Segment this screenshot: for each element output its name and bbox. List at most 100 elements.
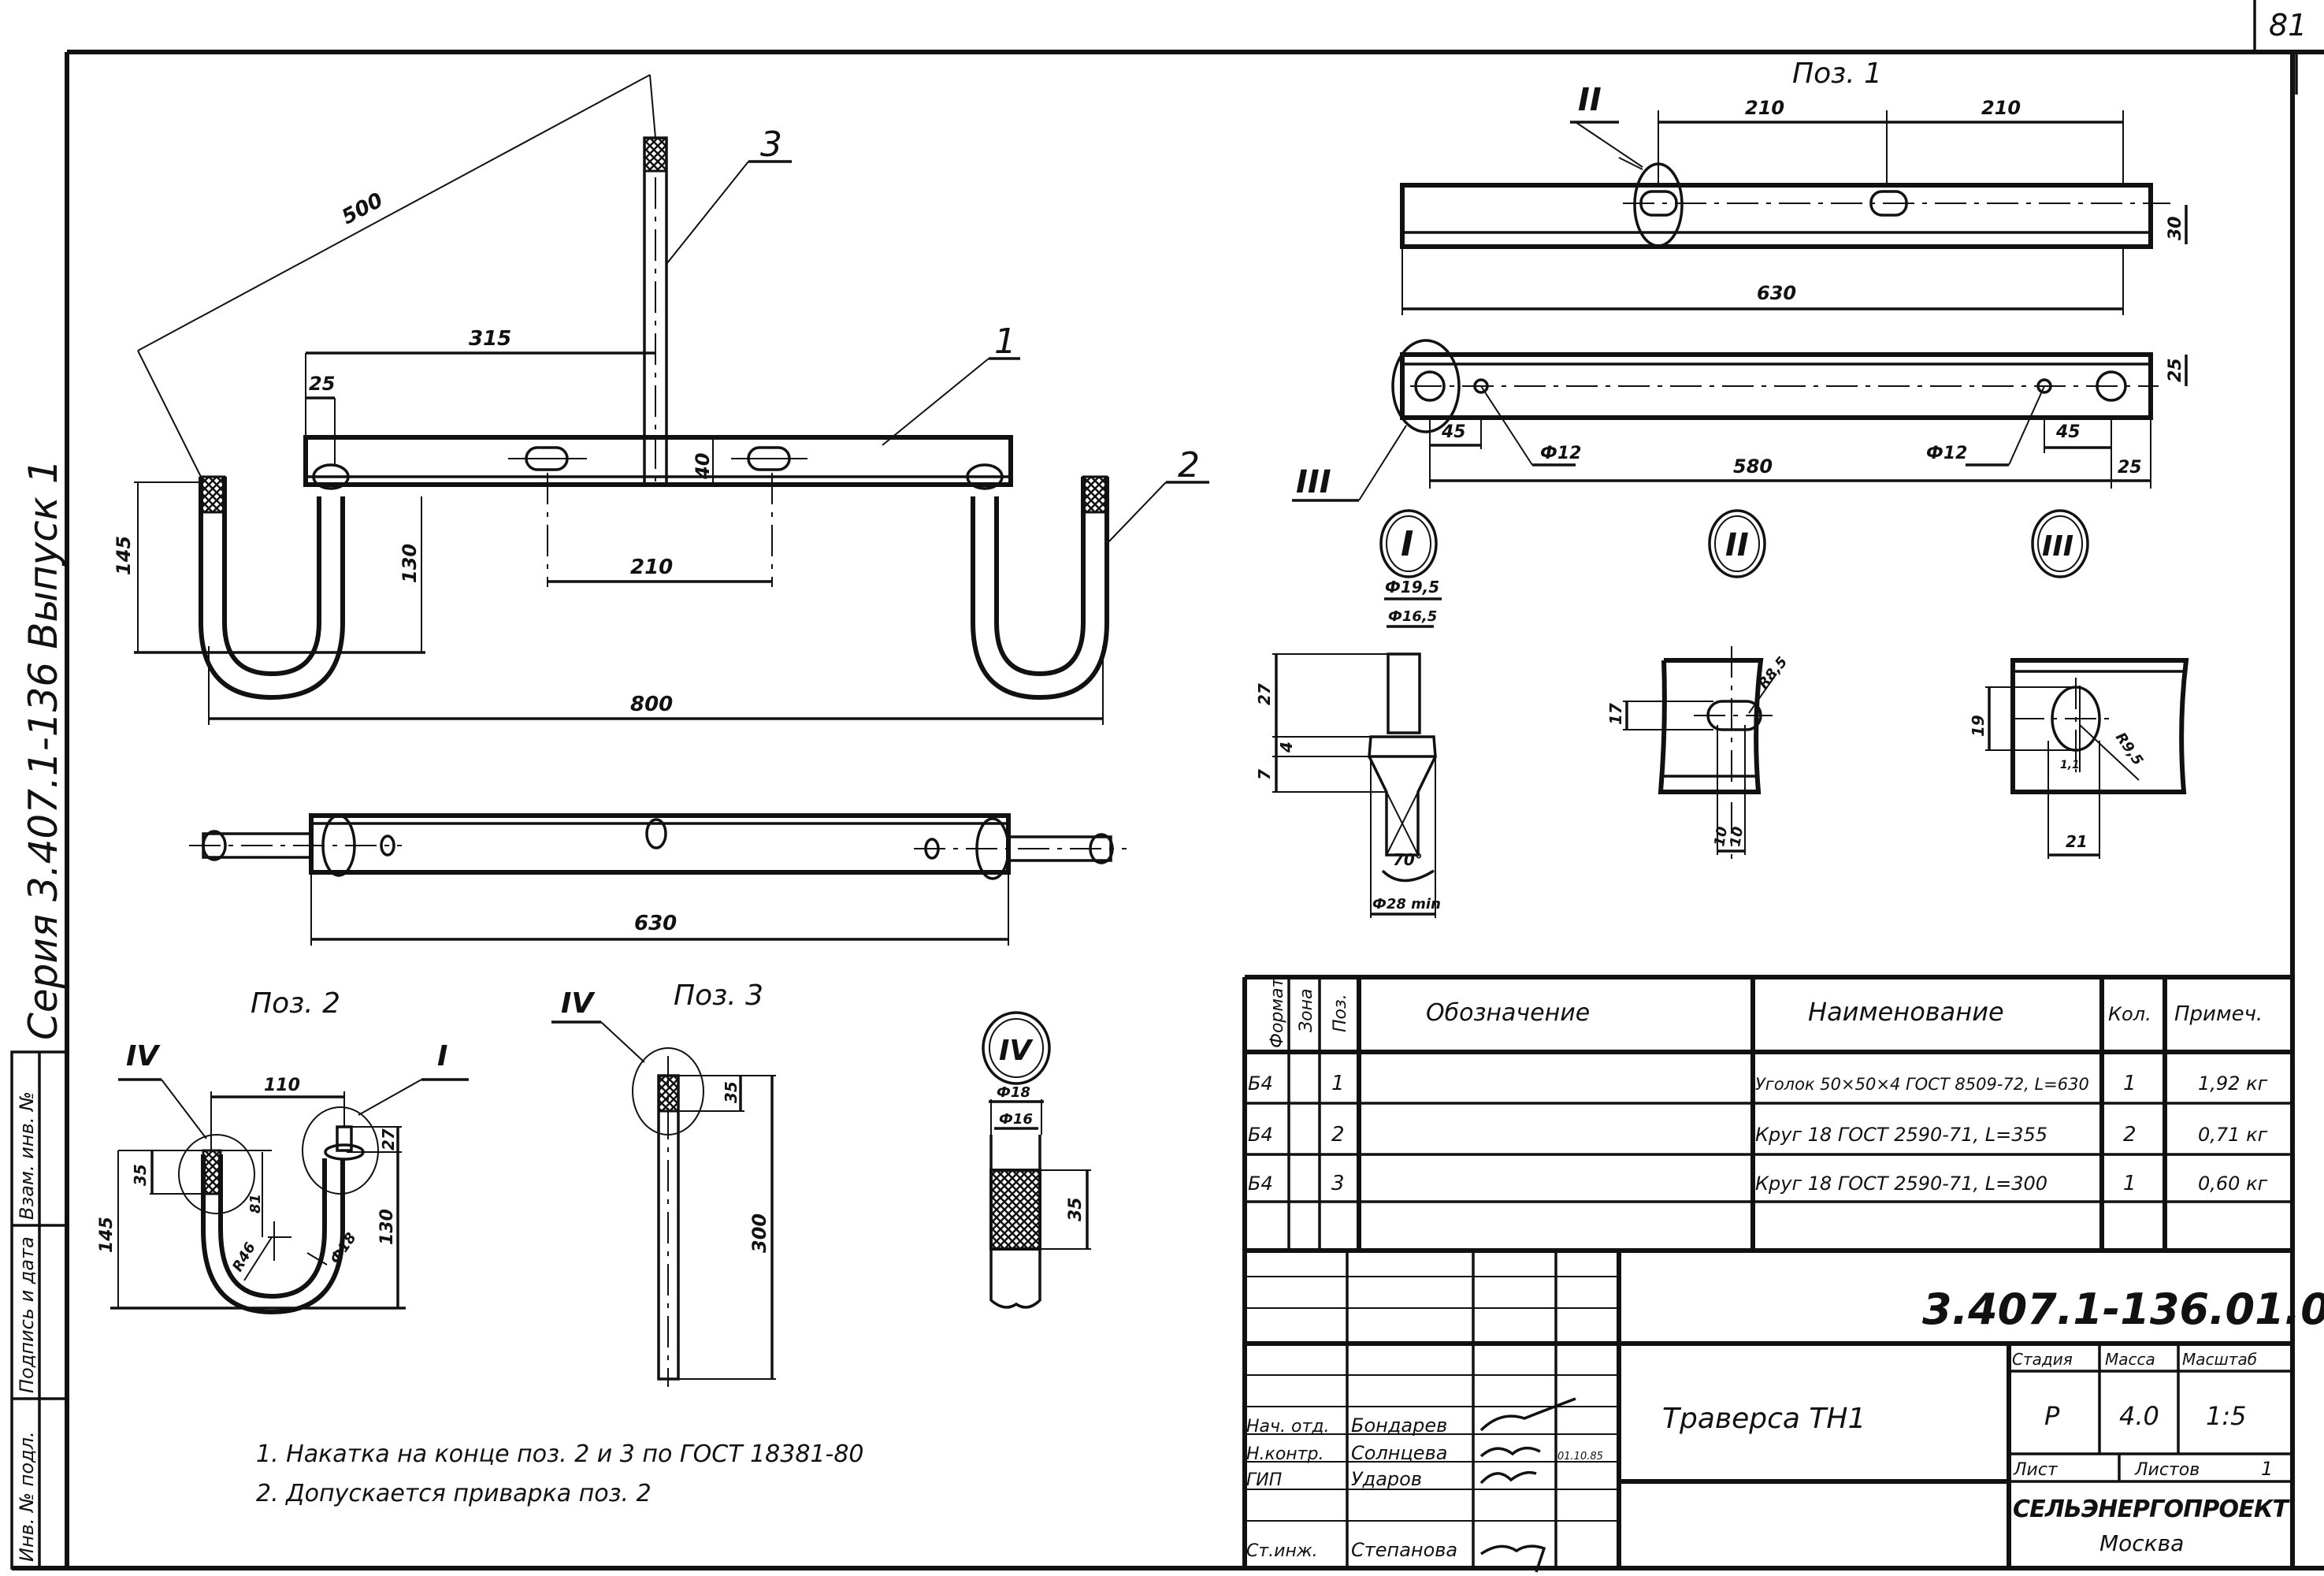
- note-2: 2. Допускается приварка поз. 2: [256, 1480, 652, 1507]
- dim-800: 800: [630, 693, 673, 716]
- pos2-view: [110, 1078, 469, 1315]
- dim-phi16-5: Ф16,5: [1388, 608, 1437, 625]
- spec-header-name: Наименование: [1808, 997, 2004, 1027]
- spec-cell-pos: 1: [1331, 1072, 1345, 1095]
- pos1-title: Поз. 1: [1792, 58, 1882, 90]
- scale-value: 1:5: [2206, 1401, 2247, 1431]
- signer-date-2: 01.10.85: [1557, 1451, 1603, 1463]
- dim-phi16-IV: Ф16: [999, 1111, 1033, 1128]
- spec-cell-pos: 3: [1331, 1172, 1345, 1195]
- spec-cell-format: Б4: [1248, 1072, 1273, 1095]
- spec-cell-note: 1,92 кг: [2198, 1072, 2268, 1095]
- pos-label-1: 1: [994, 322, 1016, 362]
- spec-row-2: Б4 2 Круг 18 ГОСТ 2590-71, L=355 2 0,71 …: [1248, 1123, 2268, 1147]
- detail-IV-label: IV: [999, 1035, 1034, 1067]
- spec-cell-format: Б4: [1248, 1173, 1273, 1195]
- dim-110: 110: [264, 1076, 300, 1095]
- spec-cell-name: Уголок 50×50×4 ГОСТ 8509-72, L=630: [1755, 1075, 2089, 1094]
- dim-145-pos2: 145: [97, 1217, 117, 1253]
- pos3-title: Поз. 3: [674, 979, 763, 1012]
- dim-130-pos2: 130: [377, 1209, 397, 1245]
- drawing-title: Траверса ТН1: [1662, 1403, 1866, 1435]
- margin-cell-sign: Подпись и дата: [16, 1236, 38, 1393]
- signer-role-1: Нач. отд.: [1246, 1417, 1330, 1437]
- pos-label-2: 2: [1178, 445, 1200, 485]
- dim-130: 130: [399, 544, 421, 583]
- assembly-plan-view: [189, 813, 1127, 946]
- detail-I-label: I: [1401, 524, 1413, 564]
- signer-role-4: Ст.инж.: [1246, 1541, 1318, 1561]
- dim-315: 315: [469, 327, 511, 351]
- sheet-number: 81: [2269, 8, 2307, 43]
- dim-40: 40: [692, 453, 714, 480]
- pos3-callout-IV: IV: [561, 987, 596, 1020]
- dim-phi18-IV: Ф18: [997, 1084, 1030, 1101]
- spec-cell-qty: 1: [2123, 1072, 2137, 1095]
- spec-table-grid: [1242, 975, 2292, 1568]
- dim-45-b: 45: [2055, 422, 2081, 442]
- detail-II: [1623, 509, 1777, 859]
- assembly-front-view: [134, 74, 1209, 725]
- dim-500: 500: [338, 188, 387, 229]
- dim-35-IV: 35: [1066, 1197, 1086, 1221]
- signer-name-1: Бондарев: [1351, 1414, 1447, 1437]
- detail-IV: [982, 1011, 1091, 1309]
- dim-25: 25: [309, 373, 335, 395]
- spec-cell-pos: 2: [1331, 1123, 1345, 1147]
- dim-10-a: 10: [1711, 826, 1731, 848]
- sheets-value: 1: [2261, 1458, 2273, 1480]
- dim-145: 145: [113, 536, 135, 575]
- dim-17: 17: [1606, 703, 1625, 725]
- doc-code: 3.407.1-136.01.01: [1922, 1284, 2324, 1334]
- dim-30: 30: [2166, 216, 2185, 240]
- dim-phi12-b: Ф12: [1926, 444, 1967, 463]
- dim-4-detail: 4: [1277, 742, 1296, 753]
- spec-cell-name: Круг 18 ГОСТ 2590-71, L=355: [1755, 1124, 2047, 1146]
- org-city: Москва: [2099, 1530, 2184, 1556]
- dim-210-b: 210: [1981, 97, 2021, 119]
- callout-III: III: [1296, 464, 1331, 500]
- mass-label: Масса: [2105, 1350, 2155, 1369]
- pos1-bottom-view: [1292, 339, 2188, 502]
- dim-25-b: 25: [2118, 458, 2142, 478]
- dim-580: 580: [1733, 455, 1773, 478]
- spec-header-zone: Зона: [1297, 989, 1316, 1032]
- dim-21: 21: [2066, 832, 2088, 851]
- dim-10-b: 10: [1727, 826, 1747, 848]
- spec-header-note: Примеч.: [2174, 1002, 2263, 1026]
- spec-header-pos: Поз.: [1331, 994, 1350, 1032]
- signer-role-3: ГИП: [1246, 1470, 1282, 1490]
- pos-label-3: 3: [760, 125, 782, 165]
- dim-35-pos2: 35: [131, 1164, 150, 1186]
- signer-name-4: Степанова: [1351, 1539, 1457, 1561]
- sheets-label: Листов: [2134, 1460, 2200, 1480]
- note-1: 1. Накатка на конце поз. 2 и 3 по ГОСТ 1…: [256, 1440, 864, 1468]
- dim-phi18-pos2: Ф18: [327, 1230, 360, 1267]
- dim-phi12-a: Ф12: [1540, 444, 1581, 463]
- dim-35-pos3: 35: [722, 1081, 741, 1103]
- dim-R46: R46: [229, 1240, 259, 1274]
- spec-cell-note: 0,71 кг: [2198, 1124, 2268, 1146]
- spec-header-qty: Кол.: [2108, 1003, 2151, 1025]
- pos2-title: Поз. 2: [251, 987, 340, 1020]
- stage-value: Р: [2044, 1401, 2060, 1431]
- callout-II: II: [1578, 82, 1602, 118]
- org-name: СЕЛЬЭНЕРГОПРОЕКТ: [2013, 1496, 2291, 1523]
- dim-19: 19: [1969, 715, 1988, 737]
- detail-III: [1985, 509, 2189, 859]
- dim-630-plan: 630: [634, 912, 677, 935]
- detail-III-label: III: [2042, 530, 2073, 563]
- margin-stamp: [10, 1050, 69, 1570]
- dim-210-assembly: 210: [630, 556, 673, 579]
- spec-cell-qty: 2: [2123, 1123, 2137, 1147]
- dim-300: 300: [748, 1214, 770, 1253]
- dim-45-a: 45: [1441, 422, 1466, 442]
- dim-phi28-min: Ф28 min: [1372, 896, 1441, 913]
- dim-R9-5: R9,5: [2112, 730, 2146, 769]
- dim-630-pos1: 630: [1757, 282, 1796, 304]
- spec-row-3: Б4 3 Круг 18 ГОСТ 2590-71, L=300 1 0,60 …: [1248, 1172, 2268, 1195]
- mass-value: 4.0: [2119, 1401, 2159, 1431]
- spec-header-designation: Обозначение: [1426, 999, 1590, 1027]
- dim-210-a: 210: [1745, 97, 1784, 119]
